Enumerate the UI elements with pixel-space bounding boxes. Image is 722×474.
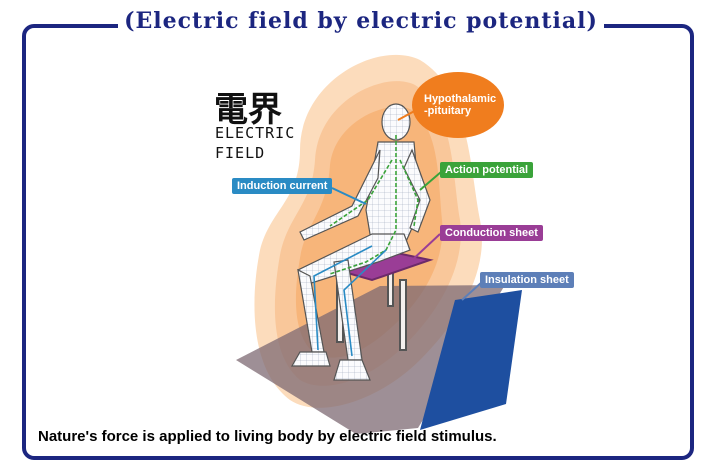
electric-label-line2: FIELD [215, 144, 266, 162]
kanji-denkai: 電界 [214, 90, 282, 130]
floor [236, 285, 522, 434]
insulation-sheet-label: Insulation sheet [480, 272, 574, 288]
hypothalamic-pituitary-bubble: Hypothalamic -pituitary [412, 72, 504, 138]
human-figure [290, 103, 431, 381]
hypothalamic-line2: -pituitary [424, 105, 472, 117]
conduction-sheet-label: Conduction sheet [440, 225, 543, 241]
current-lines [313, 135, 419, 357]
title-wrap: (Electric field by electric potential) [0, 8, 722, 34]
hypothalamic-line1: Hypothalamic [424, 93, 497, 105]
induction-current-label: Induction current [232, 178, 333, 194]
action-potential-label: Action potential [440, 162, 534, 178]
caption: Nature's force is applied to living body… [38, 428, 497, 445]
diagram-title: (Electric field by electric potential) [118, 8, 604, 34]
electric-label-line1: ELECTRIC [215, 124, 296, 142]
